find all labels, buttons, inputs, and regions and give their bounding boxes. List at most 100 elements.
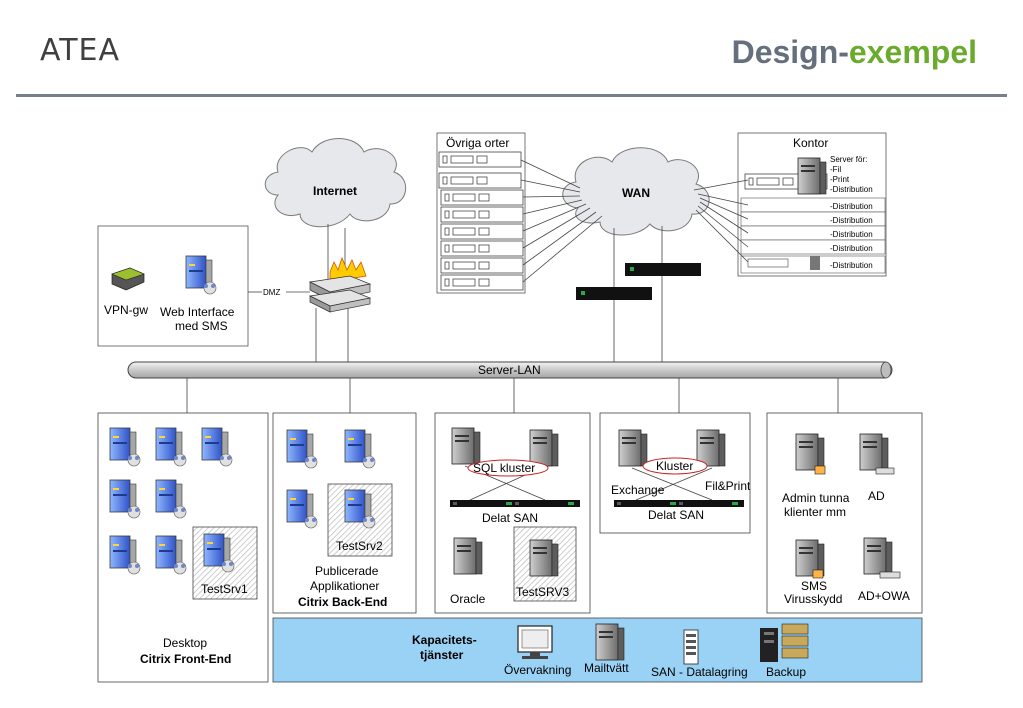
- citrix-server-icon: [203, 533, 235, 573]
- kontor-server-icon: [797, 157, 827, 195]
- testsrv2-label: TestSrv2: [336, 539, 383, 553]
- distribution-label: -Distribution: [830, 230, 873, 239]
- kontor-box: Kontor Server för: -Fil -Print -Distribu…: [737, 132, 887, 277]
- citrix-server-icon: [155, 479, 187, 519]
- distribution-label: -Distribution: [830, 261, 873, 270]
- fil-label: -Fil: [830, 165, 841, 174]
- print-label: -Print: [830, 175, 850, 184]
- ad-label: AD: [868, 489, 885, 503]
- dmz-box: VPN-gw Web Interface med SMS: [97, 225, 249, 347]
- citrix-server-icon: [109, 427, 141, 467]
- ad-server-icon: [859, 433, 889, 471]
- citrix-back-end-box: TestSrv2 Publicerade Applikationer Citri…: [272, 412, 417, 614]
- citrix-front-end-box: TestSrv1 Desktop Citrix Front-End: [97, 412, 269, 683]
- rack-unit: [440, 240, 524, 257]
- rack-unit: [438, 151, 522, 168]
- rack-unit: [440, 274, 524, 291]
- testsrv3-server-icon: [529, 539, 559, 577]
- rack-unit: [440, 206, 524, 223]
- publicerade-label: Publicerade: [315, 564, 379, 578]
- sms-label: SMS: [801, 579, 827, 593]
- web-interface-label: Web Interface: [160, 305, 235, 319]
- sql-server-icon: [451, 427, 481, 465]
- citrix-server-icon: [155, 535, 187, 575]
- testsrv3-label: TestSRV3: [516, 585, 569, 599]
- kontor-rows: -Distribution -Distribution -Distributio…: [740, 197, 886, 274]
- exchange-box: Kluster Exchange Fil&Print Delat SAN: [599, 412, 751, 534]
- dmz-label: DMZ: [263, 288, 280, 297]
- vpn-label: VPN-gw: [104, 303, 148, 317]
- oracle-server-icon: [453, 537, 483, 575]
- citrix-server-icon: [201, 427, 233, 467]
- delat-san-label: Delat SAN: [482, 511, 538, 525]
- citrix-front-end-label: Citrix Front-End: [140, 652, 231, 666]
- page-title: Design-exempel: [732, 34, 977, 71]
- san-bar-icon: [614, 500, 682, 507]
- filprint-label: Fil&Print: [705, 479, 751, 493]
- internet-firewall-links: [327, 224, 346, 285]
- sql-box: SQL kluster Delat SAN Oracle TestSRV3: [434, 412, 591, 614]
- distribution-label: -Distribution: [830, 202, 873, 211]
- backup-label: Backup: [766, 665, 806, 679]
- web-interface-server-icon: [185, 255, 217, 295]
- admin-server-icon: [795, 433, 825, 471]
- internet-cloud: Internet: [264, 138, 407, 228]
- admin-label-line1: Admin tunna: [782, 491, 850, 505]
- mailtvatt-server-icon: [595, 623, 625, 661]
- admin-label-line2: klienter mm: [784, 505, 846, 519]
- testsrv1-label: TestSrv1: [201, 582, 248, 596]
- monitor-icon: [517, 625, 553, 659]
- wan-label: WAN: [622, 186, 650, 200]
- kluster-label: Kluster: [656, 459, 693, 473]
- ovriga-orter-stack: Övriga orter: [436, 132, 526, 294]
- citrix-server-icon: [344, 489, 376, 529]
- sql-kluster-label: SQL kluster: [473, 461, 535, 475]
- kontor-label: Kontor: [793, 136, 828, 150]
- san-bar-icon: [676, 500, 744, 507]
- distribution-label: -Distribution: [830, 244, 873, 253]
- fileprint-server-icon: [696, 429, 726, 467]
- med-sms-label: med SMS: [175, 319, 228, 333]
- server-for-label: Server för:: [830, 155, 867, 164]
- citrix-server-icon: [344, 429, 376, 469]
- applikationer-label: Applikationer: [310, 579, 379, 593]
- exchange-label: Exchange: [611, 483, 665, 497]
- rack-unit: [440, 257, 524, 274]
- server-lan-pipe: Server-LAN: [127, 361, 893, 379]
- san-bar-icon: [450, 500, 518, 507]
- adowa-label: AD+OWA: [858, 589, 910, 603]
- san-storage-icon: [683, 629, 699, 665]
- title-part-exempel: exempel: [848, 34, 977, 70]
- citrix-server-icon: [155, 427, 187, 467]
- wan-kontor-links: [693, 179, 749, 263]
- admin-box: Admin tunna klienter mm AD SMS Virusskyd…: [766, 412, 923, 614]
- header-divider: [16, 94, 1007, 97]
- overvakning-label: Övervakning: [504, 663, 571, 677]
- ovriga-orter-label: Övriga orter: [446, 136, 509, 150]
- kapacitets-label: Kapacitets-: [412, 633, 477, 647]
- citrix-server-icon: [109, 535, 141, 575]
- oracle-label: Oracle: [450, 592, 486, 606]
- adowa-server-icon: [863, 537, 893, 575]
- backup-icon: [760, 623, 809, 662]
- distribution-label: -Distribution: [830, 185, 873, 194]
- orter-wan-links: [520, 159, 603, 283]
- wan-routers: [576, 226, 701, 362]
- title-part-design: Design-: [731, 34, 849, 70]
- san-bar-icon: [512, 500, 580, 507]
- citrix-back-end-label: Citrix Back-End: [298, 595, 387, 609]
- atea-logo: ATEA: [40, 33, 120, 68]
- virusskydd-label: Virusskydd: [784, 592, 842, 606]
- wan-cloud: WAN: [562, 147, 710, 236]
- server-lan-label: Server-LAN: [478, 363, 541, 377]
- rack-unit: [440, 223, 524, 240]
- rack-unit: [440, 189, 524, 206]
- mailtvatt-label: Mailtvätt: [584, 661, 629, 675]
- delat-san-label: Delat SAN: [648, 508, 704, 522]
- citrix-server-icon: [286, 489, 318, 529]
- firewall: [308, 256, 372, 313]
- citrix-server-icon: [109, 479, 141, 519]
- citrix-server-icon: [286, 429, 318, 469]
- exchange-server-icon: [618, 429, 648, 467]
